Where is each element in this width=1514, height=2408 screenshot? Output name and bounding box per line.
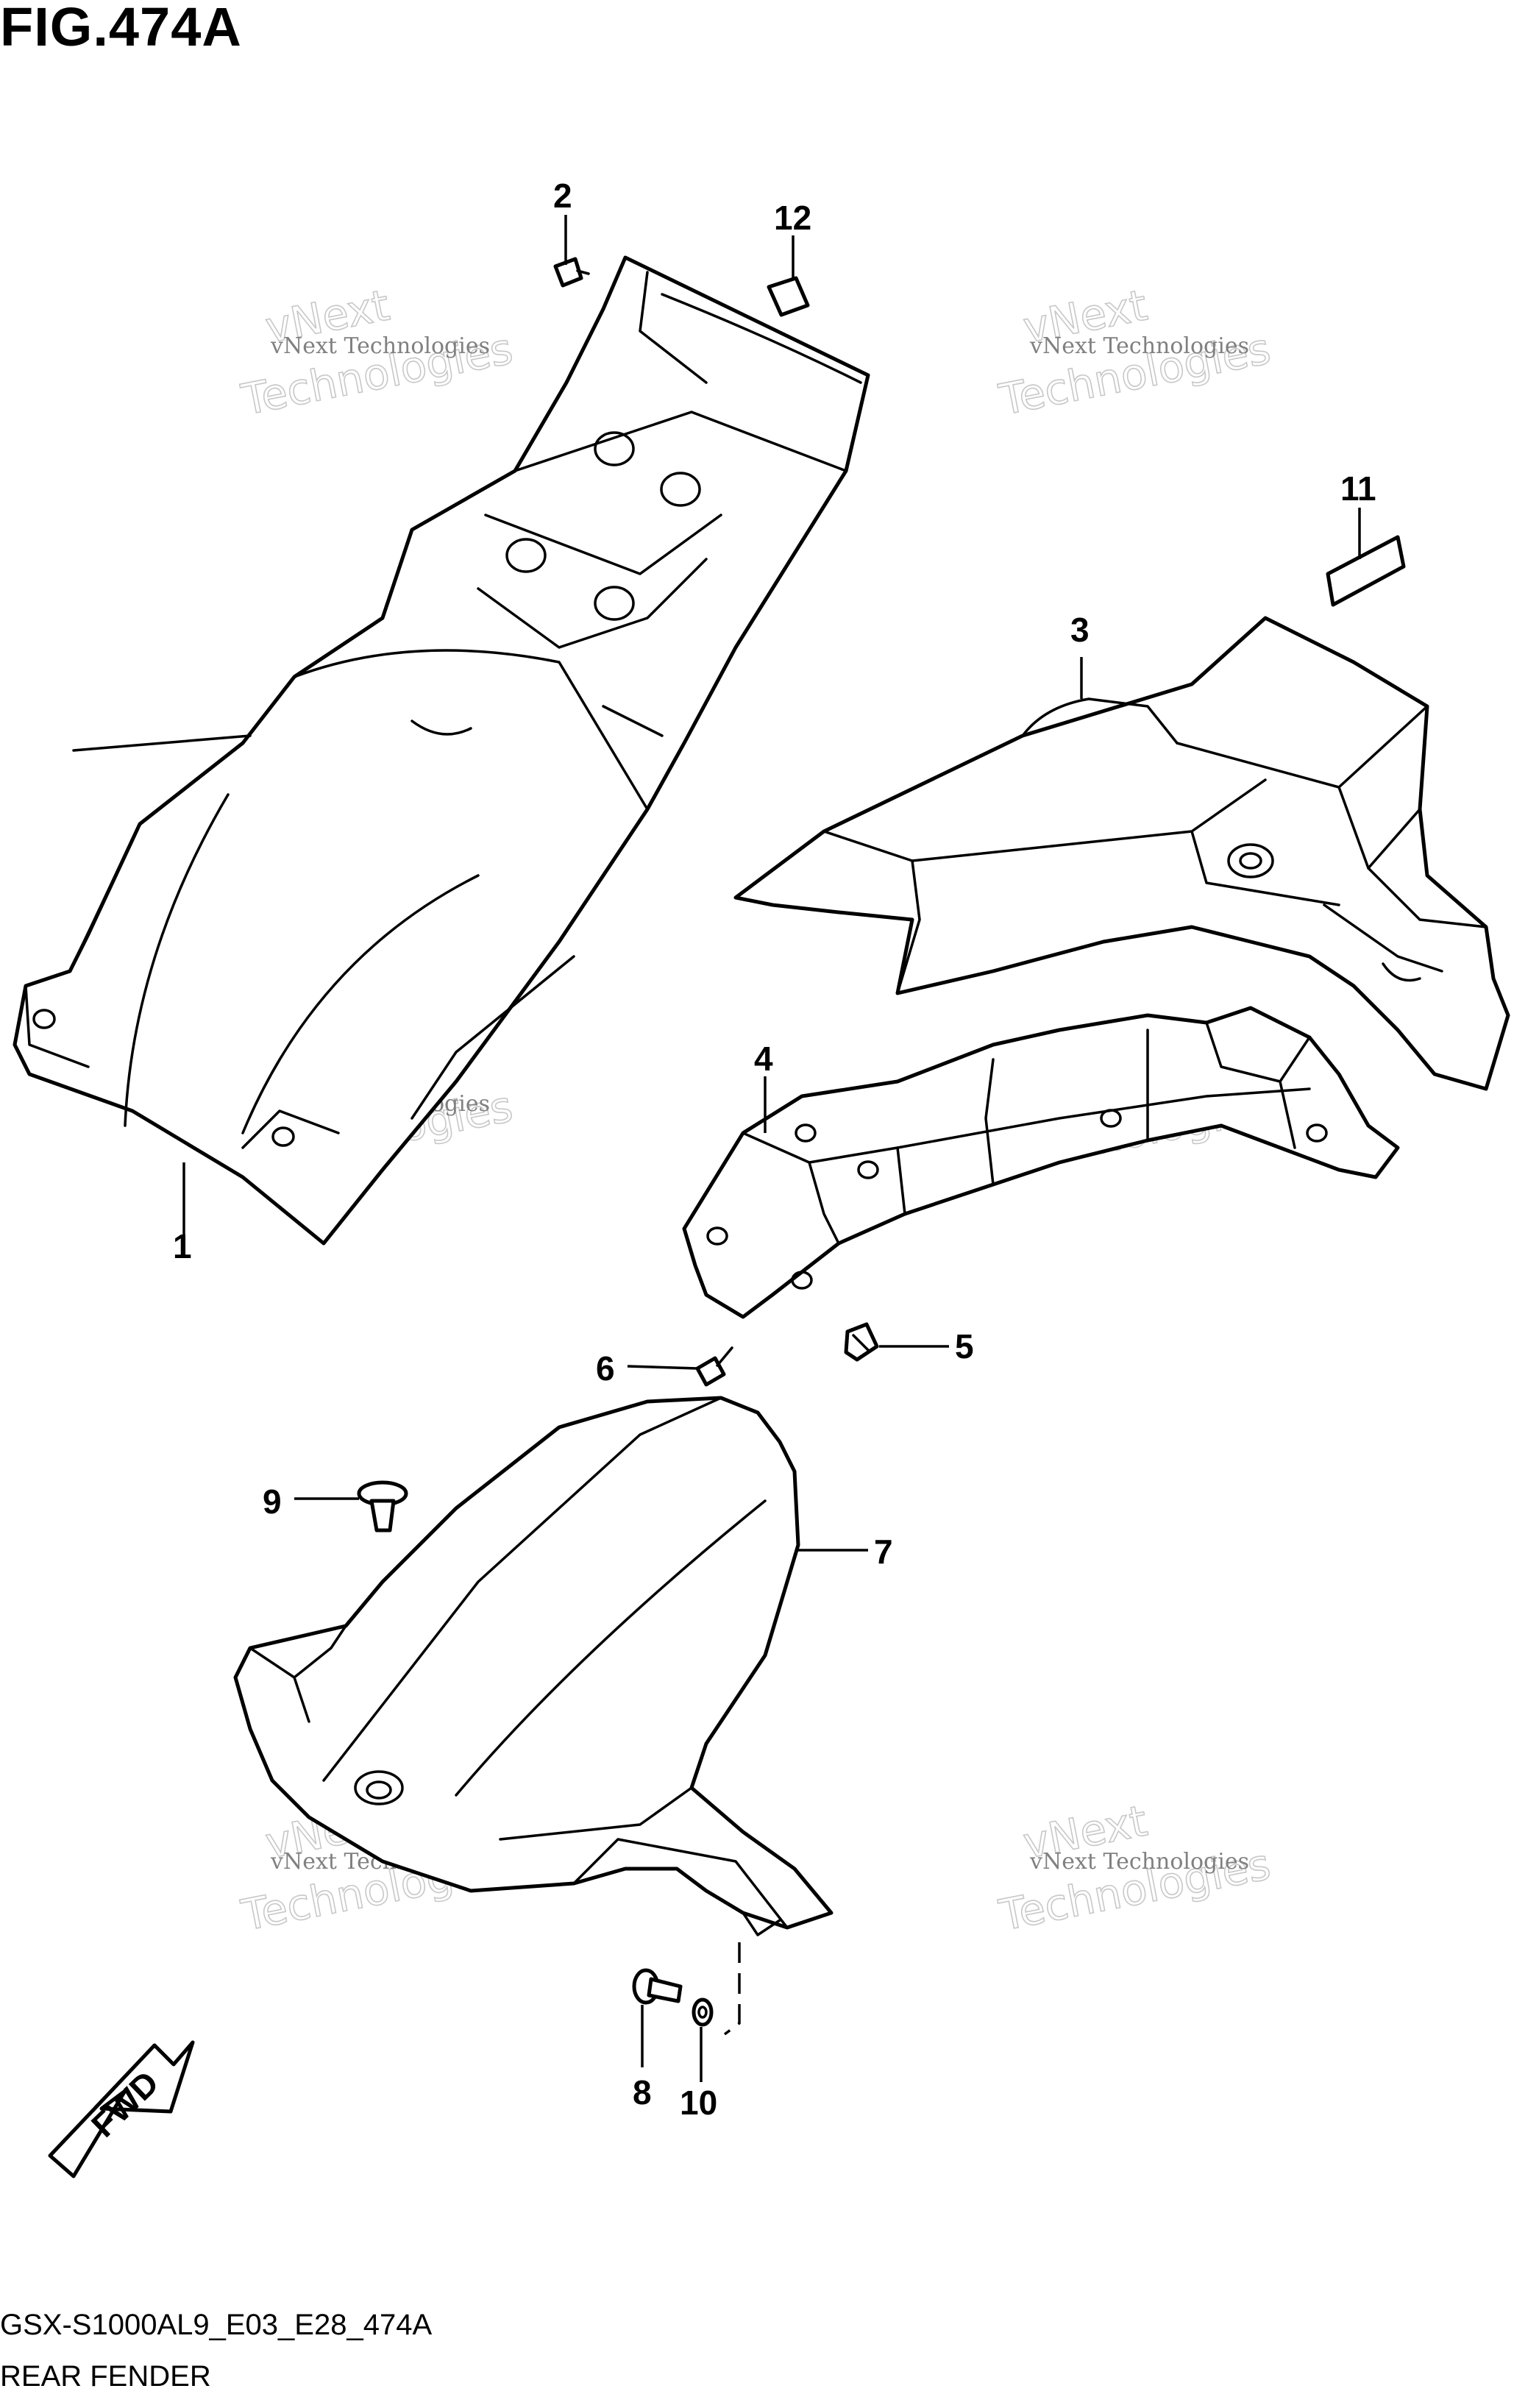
part-7-rear-hugger[interactable] (233, 1396, 834, 1936)
callout-11: 11 (1340, 469, 1376, 508)
part-1-inner-rear-fender[interactable] (13, 255, 870, 1246)
callout-6: 6 (596, 1349, 615, 1388)
callout-3: 3 (1070, 611, 1090, 649)
part-3-rear-cover[interactable] (733, 616, 1510, 1091)
callout-5: 5 (955, 1327, 974, 1365)
watermark-text: vNext Technologies (270, 333, 490, 359)
figure-title: FIG.474A (0, 0, 242, 57)
part-12-label[interactable] (767, 276, 810, 317)
part-6-screw[interactable] (695, 1346, 733, 1387)
part-4-bracket[interactable] (682, 1006, 1400, 1319)
callout-4: 4 (754, 1040, 773, 1078)
callout-7: 7 (874, 1532, 893, 1571)
callout-8: 8 (633, 2073, 652, 2112)
callout-12: 12 (774, 199, 811, 237)
leader-lines (182, 215, 1361, 2082)
callout-numbers: 2 12 11 3 4 1 5 6 9 7 8 10 (173, 177, 1376, 2122)
part-5-bolt[interactable] (844, 1322, 879, 1362)
fwd-direction-arrow: FWD (48, 2040, 195, 2178)
callout-2: 2 (553, 177, 572, 215)
callout-10: 10 (680, 2084, 717, 2122)
part-8-bolt[interactable] (632, 1968, 683, 2005)
part-10-washer[interactable] (692, 1997, 714, 2027)
diagram-code: GSX-S1000AL9_E03_E28_474A (0, 2309, 433, 2341)
part-2-screw[interactable] (553, 257, 590, 288)
callout-1: 1 (173, 1227, 192, 1265)
part-9-rivet[interactable] (357, 1480, 408, 1532)
callout-9: 9 (263, 1482, 282, 1521)
part-11-reflector[interactable] (1326, 535, 1406, 607)
watermark-text: vNext Technologies (1029, 1849, 1249, 1875)
watermark-text: vNext Technologies (1029, 333, 1249, 359)
assembly-centerline (723, 1942, 741, 2036)
diagram-name: REAR FENDER (0, 2360, 211, 2393)
